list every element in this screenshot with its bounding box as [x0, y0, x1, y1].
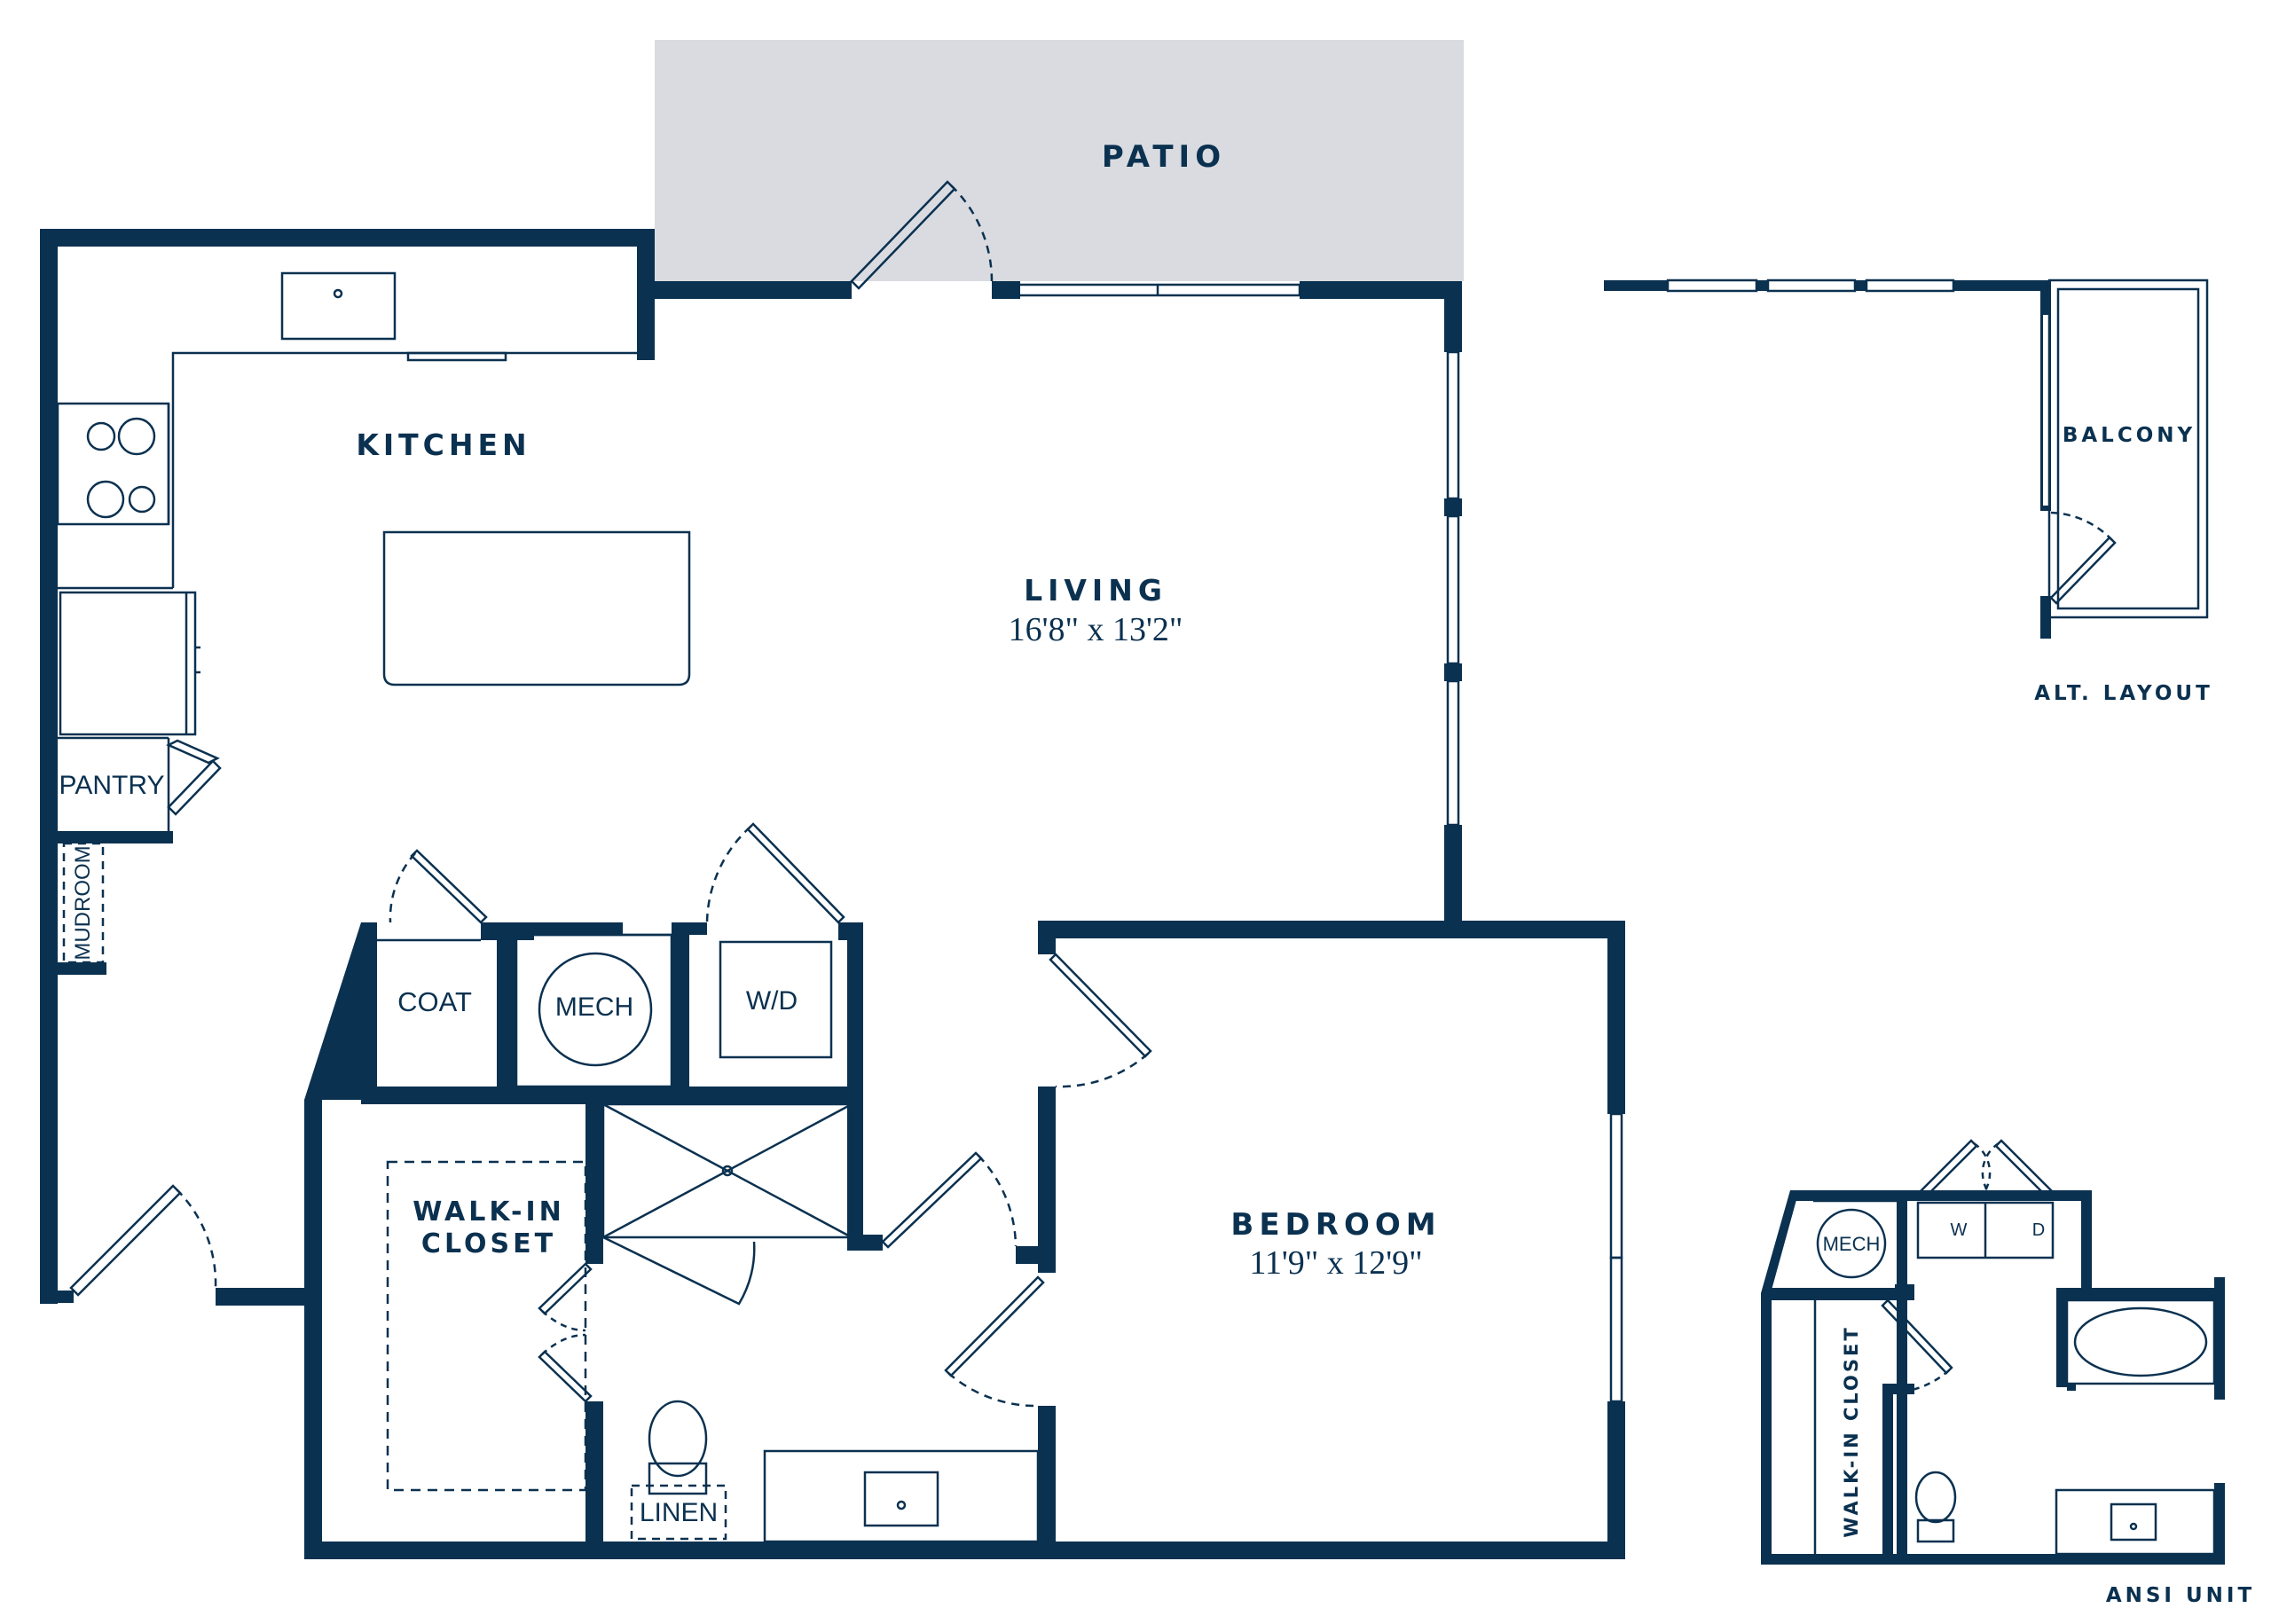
bedroom-dimensions: 11'9" x 12'9": [1249, 1244, 1422, 1282]
refrigerator: [59, 591, 197, 736]
living-label: LIVING: [1024, 573, 1167, 608]
water-heater: [538, 952, 653, 1067]
mech-label: MECH: [555, 992, 633, 1022]
ansi-unit-plan: [1761, 1190, 2225, 1565]
living-dimensions: 16'8" x 13'2": [1009, 611, 1183, 648]
ansi-walkin-closet-label: WALK-IN CLOSET: [1841, 1325, 1862, 1537]
patio-label: PATIO: [1102, 139, 1226, 175]
pantry-label: PANTRY: [59, 771, 165, 800]
balcony-label: BALCONY: [2063, 424, 2196, 447]
doors: [69, 180, 1152, 1408]
ansi-unit-caption: ANSI UNIT: [2106, 1584, 2255, 1607]
bath-sink: [863, 1471, 939, 1527]
toilet: [648, 1400, 708, 1478]
main-walls: [40, 229, 1625, 1559]
patio-area: [655, 40, 1464, 281]
mudroom-bench: [62, 842, 105, 964]
bedroom-label: BEDROOM: [1230, 1207, 1441, 1243]
windows: [1014, 283, 1623, 1403]
fixtures: [56, 271, 1040, 1543]
walkin-label: WALK-IN: [413, 1196, 564, 1228]
alt-layout-balcony: [1604, 279, 2209, 639]
alt-layout-caption: ALT. LAYOUT: [2034, 682, 2213, 705]
kitchen-sink: [280, 271, 397, 341]
kitchen-label: KITCHEN: [356, 428, 530, 462]
coat-label: COAT: [397, 986, 472, 1017]
ansi-mech-label: MECH: [1823, 1233, 1881, 1255]
ansi-w-label: W: [1951, 1220, 1968, 1240]
linen-closet: [630, 1484, 727, 1541]
linen-label: LINEN: [640, 1498, 718, 1527]
closet-label: CLOSET: [421, 1228, 556, 1259]
mudroom-label: MUDROOM: [71, 845, 95, 960]
ansi-unit-fixtures: [1813, 1139, 2216, 1556]
washer-dryer: [719, 940, 833, 1059]
kitchen-island: [382, 530, 691, 686]
wd-label: W/D: [746, 986, 798, 1016]
ansi-d-label: D: [2032, 1220, 2045, 1240]
